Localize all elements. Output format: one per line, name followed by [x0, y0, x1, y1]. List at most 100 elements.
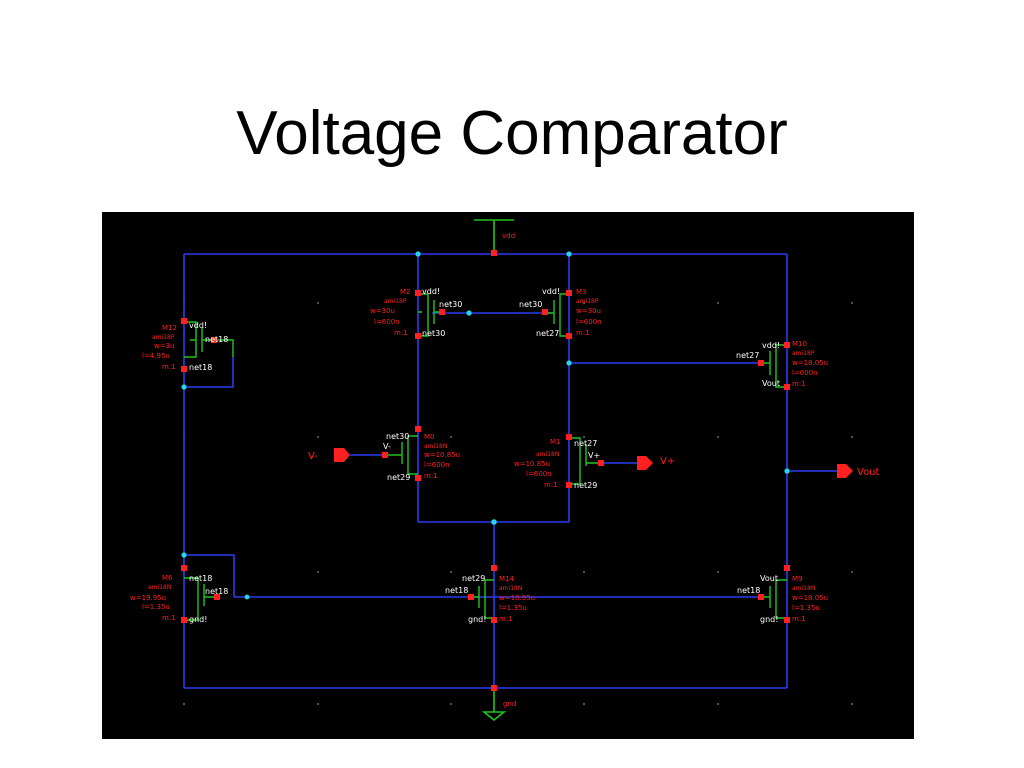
m14-drain-net: net29 [462, 574, 485, 583]
schematic-canvas: vdd gnd [102, 212, 914, 739]
device-m6: M6 ami18N w=19.95u l=1.35u m:1 net18 net… [130, 574, 228, 624]
device-m3: vdd! net30 net27 M3 ami18P w=30u l=600n … [519, 287, 602, 338]
m2-drain-net: net30 [422, 329, 445, 338]
m1-l: l=600n [526, 470, 552, 478]
m9-source-net: gnd! [760, 615, 778, 624]
m0-w: w=10.85u [424, 451, 460, 459]
m2-l: l=600n [374, 318, 400, 326]
m2-name: M2 [400, 288, 411, 296]
m12-gate-net: net18 [205, 335, 228, 344]
m1-w: w=10.85u [514, 460, 550, 468]
m10-name: M10 [792, 340, 807, 348]
m12-m: m:1 [162, 363, 176, 371]
m12-drain-net: net18 [189, 363, 212, 372]
device-m9: Vout net18 gnd! M9 ami18N w=18.05u l=1.3… [737, 574, 828, 624]
vminus-pin-shape [334, 448, 350, 462]
m6-gate-net: net18 [205, 587, 228, 596]
m3-symbol [546, 293, 569, 337]
vdd-label: vdd [502, 232, 515, 240]
m1-symbol [569, 437, 600, 485]
m14-symbol [472, 579, 494, 619]
m9-drain-net: Vout [760, 574, 778, 583]
m9-w: w=18.05u [792, 594, 828, 602]
m14-source-net: gnd! [468, 615, 486, 624]
m14-model: ami18N [499, 585, 522, 592]
m0-source-net: net29 [387, 473, 410, 482]
m0-model: ami18N [424, 443, 447, 450]
m12-w: w=3u [154, 342, 174, 350]
m9-symbol [762, 579, 787, 619]
vout-pin-label: Vout [857, 467, 880, 478]
m10-drain-net: Vout [762, 379, 780, 388]
m10-w: w=18.05u [792, 359, 828, 367]
m14-l: l=1.35u [499, 604, 527, 612]
m14-m: m:1 [499, 615, 513, 623]
m2-source-net: vdd! [422, 287, 440, 296]
m14-name: M14 [499, 575, 514, 583]
m1-gate-net: V+ [588, 451, 600, 460]
m1-source-net: net29 [574, 481, 597, 490]
device-m2: M2 ami18P w=30u l=600n m:1 vdd! net30 ne… [370, 287, 462, 338]
gnd-label: gnd [503, 700, 516, 708]
device-m10: vdd! net27 Vout M10 ami18P w=18.05u l=60… [736, 340, 828, 388]
device-symbols [184, 293, 787, 621]
m12-source-net: vdd! [189, 321, 207, 330]
m6-source-net: gnd! [189, 615, 207, 624]
m6-symbol [184, 577, 214, 621]
m0-name: M0 [424, 433, 435, 441]
m6-l: l=1.35u [142, 603, 170, 611]
device-m14: net29 net18 gnd! M14 ami18N w=10.95u l=1… [445, 574, 535, 624]
vdd-symbol [474, 219, 514, 252]
m1-drain-net: net27 [574, 439, 597, 448]
m9-l: l=1.35u [792, 604, 820, 612]
vout-pin-shape [837, 464, 853, 478]
m10-model: ami18P [792, 350, 815, 357]
m0-l: l=600n [424, 461, 450, 469]
m0-m: m:1 [424, 472, 438, 480]
junction-dots [181, 251, 790, 600]
m2-model: ami18P [384, 298, 407, 305]
m0-gate-net: V- [383, 442, 391, 451]
vminus-pin-label: V- [308, 451, 318, 462]
m3-model: ami18P [576, 298, 599, 305]
m10-source-net: vdd! [762, 341, 780, 350]
device-m0: net30 V- net29 M0 ami18N w=10.85u l=600n… [383, 432, 460, 482]
m3-gate-net: net30 [519, 300, 542, 309]
m9-model: ami18N [792, 585, 815, 592]
m6-name: M6 [162, 574, 173, 582]
m6-w: w=19.95u [130, 594, 166, 602]
m10-symbol [762, 344, 787, 388]
m14-gate-net: net18 [445, 586, 468, 595]
m6-model: ami18N [148, 584, 171, 591]
m12-diode-loop [184, 357, 234, 388]
pin-shapes [334, 448, 853, 478]
m3-w: w=30u [576, 307, 601, 315]
m3-l: l=600n [576, 318, 602, 326]
m10-gate-net: net27 [736, 351, 759, 360]
m6-diode-loop [184, 554, 235, 597]
m9-name: M9 [792, 575, 803, 583]
m9-gate-net: net18 [737, 586, 760, 595]
vplus-pin-shape [637, 456, 653, 470]
m12-name: M12 [162, 324, 177, 332]
terminal-squares [181, 250, 790, 691]
gnd-symbol [481, 690, 507, 722]
m14-w: w=10.95u [499, 594, 535, 602]
m12-model: ami18P [152, 334, 175, 341]
m0-drain-net: net30 [386, 432, 409, 441]
m2-gate-net: net30 [439, 300, 462, 309]
m2-m: m:1 [394, 329, 408, 337]
m3-name: M3 [576, 288, 587, 296]
device-m1: M1 ami18N w=10.85u l=600n m:1 net27 V+ n… [514, 438, 600, 490]
m3-drain-net: net27 [536, 329, 559, 338]
m3-m: m:1 [576, 329, 590, 337]
vplus-pin-label: V+ [660, 456, 675, 467]
m1-m: m:1 [544, 481, 558, 489]
m10-m: m:1 [792, 380, 806, 388]
m6-m: m:1 [162, 614, 176, 622]
m1-name: M1 [550, 438, 561, 446]
m2-w: w=30u [370, 307, 395, 315]
m12-l: l=4.95u [142, 352, 170, 360]
m3-source-net: vdd! [542, 287, 560, 296]
m0-symbol [388, 435, 418, 475]
